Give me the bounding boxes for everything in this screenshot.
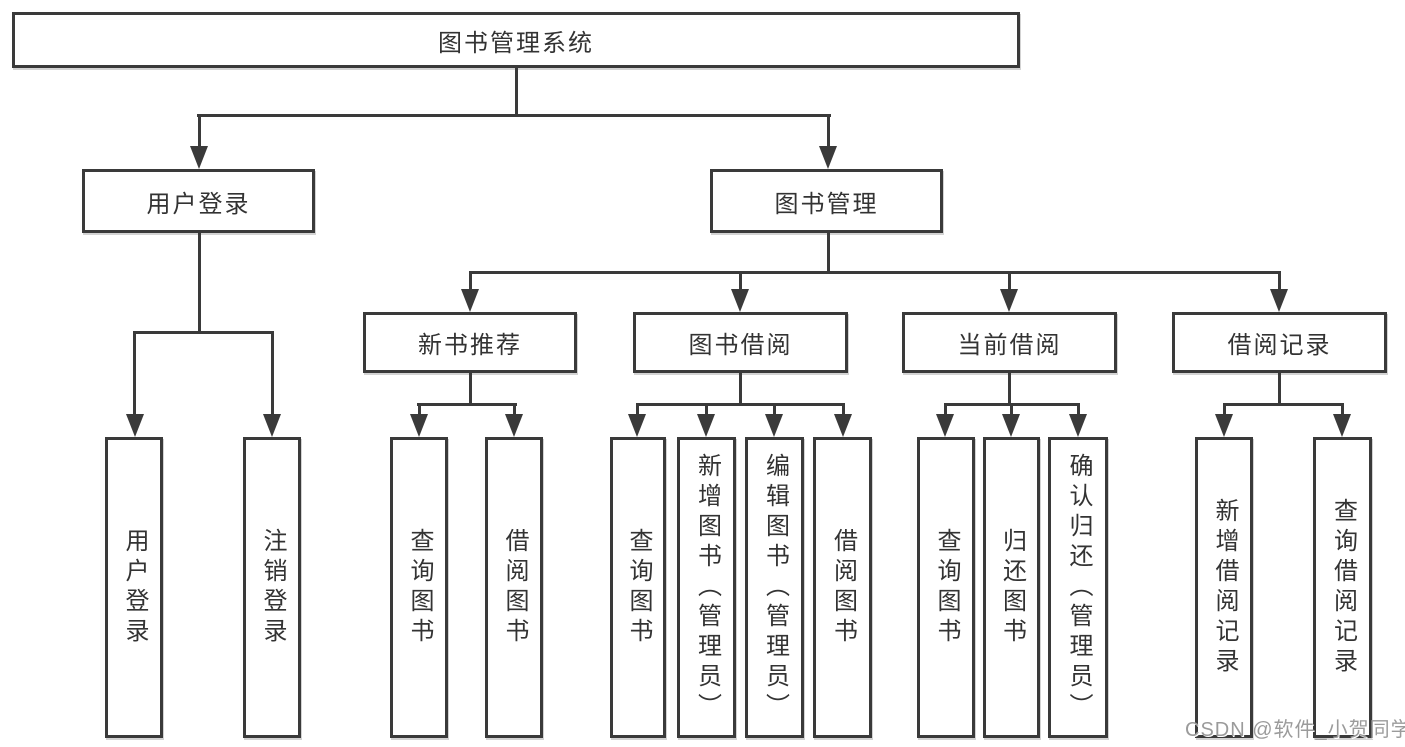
connector-line	[944, 403, 1080, 406]
node-query-borrowing-record: 查询借阅记录	[1313, 437, 1372, 738]
connector-line	[1223, 403, 1344, 406]
node-query-books-3: 查询图书	[917, 437, 975, 738]
connector-line	[827, 117, 830, 147]
connector-line	[636, 403, 845, 406]
connector-line	[133, 331, 274, 334]
node-label: 查询图书	[625, 527, 652, 648]
node-library-management-system: 图书管理系统	[12, 12, 1020, 68]
arrow-down-icon	[263, 414, 281, 437]
node-label: 新增借阅记录	[1211, 497, 1238, 678]
connector-line	[417, 403, 517, 406]
connector-line	[1278, 274, 1281, 289]
node-label: 新增图书（管理员）	[693, 452, 721, 723]
connector-line	[1223, 406, 1226, 415]
arrow-down-icon	[819, 146, 837, 169]
arrow-down-icon	[410, 414, 428, 437]
connector-line	[133, 334, 136, 414]
connector-line	[739, 274, 742, 289]
connector-line	[418, 406, 421, 415]
arrow-down-icon	[765, 414, 783, 437]
arrow-down-icon	[505, 414, 523, 437]
connector-line	[636, 406, 639, 415]
node-label: 确认归还（管理员）	[1065, 452, 1092, 723]
connector-line	[198, 117, 201, 147]
node-add-books-admin: 新增图书（管理员）	[677, 437, 736, 738]
node-label: 查询图书	[933, 527, 960, 648]
node-user-login: 用户登录	[105, 437, 163, 738]
node-label: 查询借阅记录	[1329, 497, 1357, 678]
node-add-borrowing-record: 新增借阅记录	[1195, 437, 1253, 738]
node-label: 借阅图书	[501, 527, 528, 648]
connector-line	[469, 373, 472, 405]
node-book-borrowing: 图书借阅	[633, 312, 848, 373]
node-label: 注销登录	[259, 527, 286, 648]
node-user-login-group: 用户登录	[82, 169, 315, 233]
node-edit-books-admin: 编辑图书（管理员）	[745, 437, 804, 738]
node-label: 查询图书	[406, 527, 433, 648]
connector-line	[827, 233, 830, 274]
node-label: 编辑图书（管理员）	[761, 452, 789, 723]
node-current-borrowing: 当前借阅	[902, 312, 1117, 373]
connector-line	[705, 406, 708, 415]
connector-line	[469, 271, 1281, 274]
arrow-down-icon	[1215, 414, 1233, 437]
connector-line	[197, 114, 831, 117]
connector-line	[773, 406, 776, 415]
connector-line	[1341, 406, 1344, 415]
node-borrow-books-1: 借阅图书	[485, 437, 543, 738]
arrow-down-icon	[834, 414, 852, 437]
arrow-down-icon	[936, 414, 954, 437]
arrow-down-icon	[190, 146, 208, 169]
connector-line	[198, 233, 201, 333]
arrow-down-icon	[697, 414, 715, 437]
node-book-management: 图书管理	[710, 169, 943, 233]
connector-line	[515, 66, 518, 117]
node-return-books: 归还图书	[983, 437, 1040, 738]
arrow-down-icon	[1270, 289, 1288, 312]
connector-line	[842, 406, 845, 415]
connector-line	[271, 334, 274, 414]
node-borrowing-records: 借阅记录	[1172, 312, 1387, 373]
node-logout: 注销登录	[243, 437, 301, 738]
connector-line	[739, 373, 742, 405]
watermark: CSDN @软件_小贺同学	[1185, 719, 1405, 741]
node-new-book-recommendation: 新书推荐	[363, 312, 577, 373]
connector-line	[1278, 373, 1281, 405]
arrow-down-icon	[1069, 414, 1087, 437]
connector-line	[469, 274, 472, 289]
arrow-down-icon	[126, 414, 144, 437]
arrow-down-icon	[1002, 414, 1020, 437]
node-confirm-return-admin: 确认归还（管理员）	[1048, 437, 1108, 738]
arrow-down-icon	[628, 414, 646, 437]
connector-line	[513, 406, 516, 415]
node-borrow-books-2: 借阅图书	[813, 437, 872, 738]
connector-line	[1008, 274, 1011, 289]
arrow-down-icon	[731, 289, 749, 312]
connector-line	[1077, 406, 1080, 415]
arrow-down-icon	[1000, 289, 1018, 312]
node-label: 借阅图书	[829, 527, 857, 648]
arrow-down-icon	[1333, 414, 1351, 437]
connector-line	[1010, 406, 1013, 415]
node-label: 归还图书	[998, 527, 1026, 648]
arrow-down-icon	[461, 289, 479, 312]
node-query-books-1: 查询图书	[390, 437, 448, 738]
node-label: 用户登录	[121, 527, 148, 648]
connector-line	[944, 406, 947, 415]
connector-line	[1008, 373, 1011, 405]
node-query-books-2: 查询图书	[610, 437, 666, 738]
